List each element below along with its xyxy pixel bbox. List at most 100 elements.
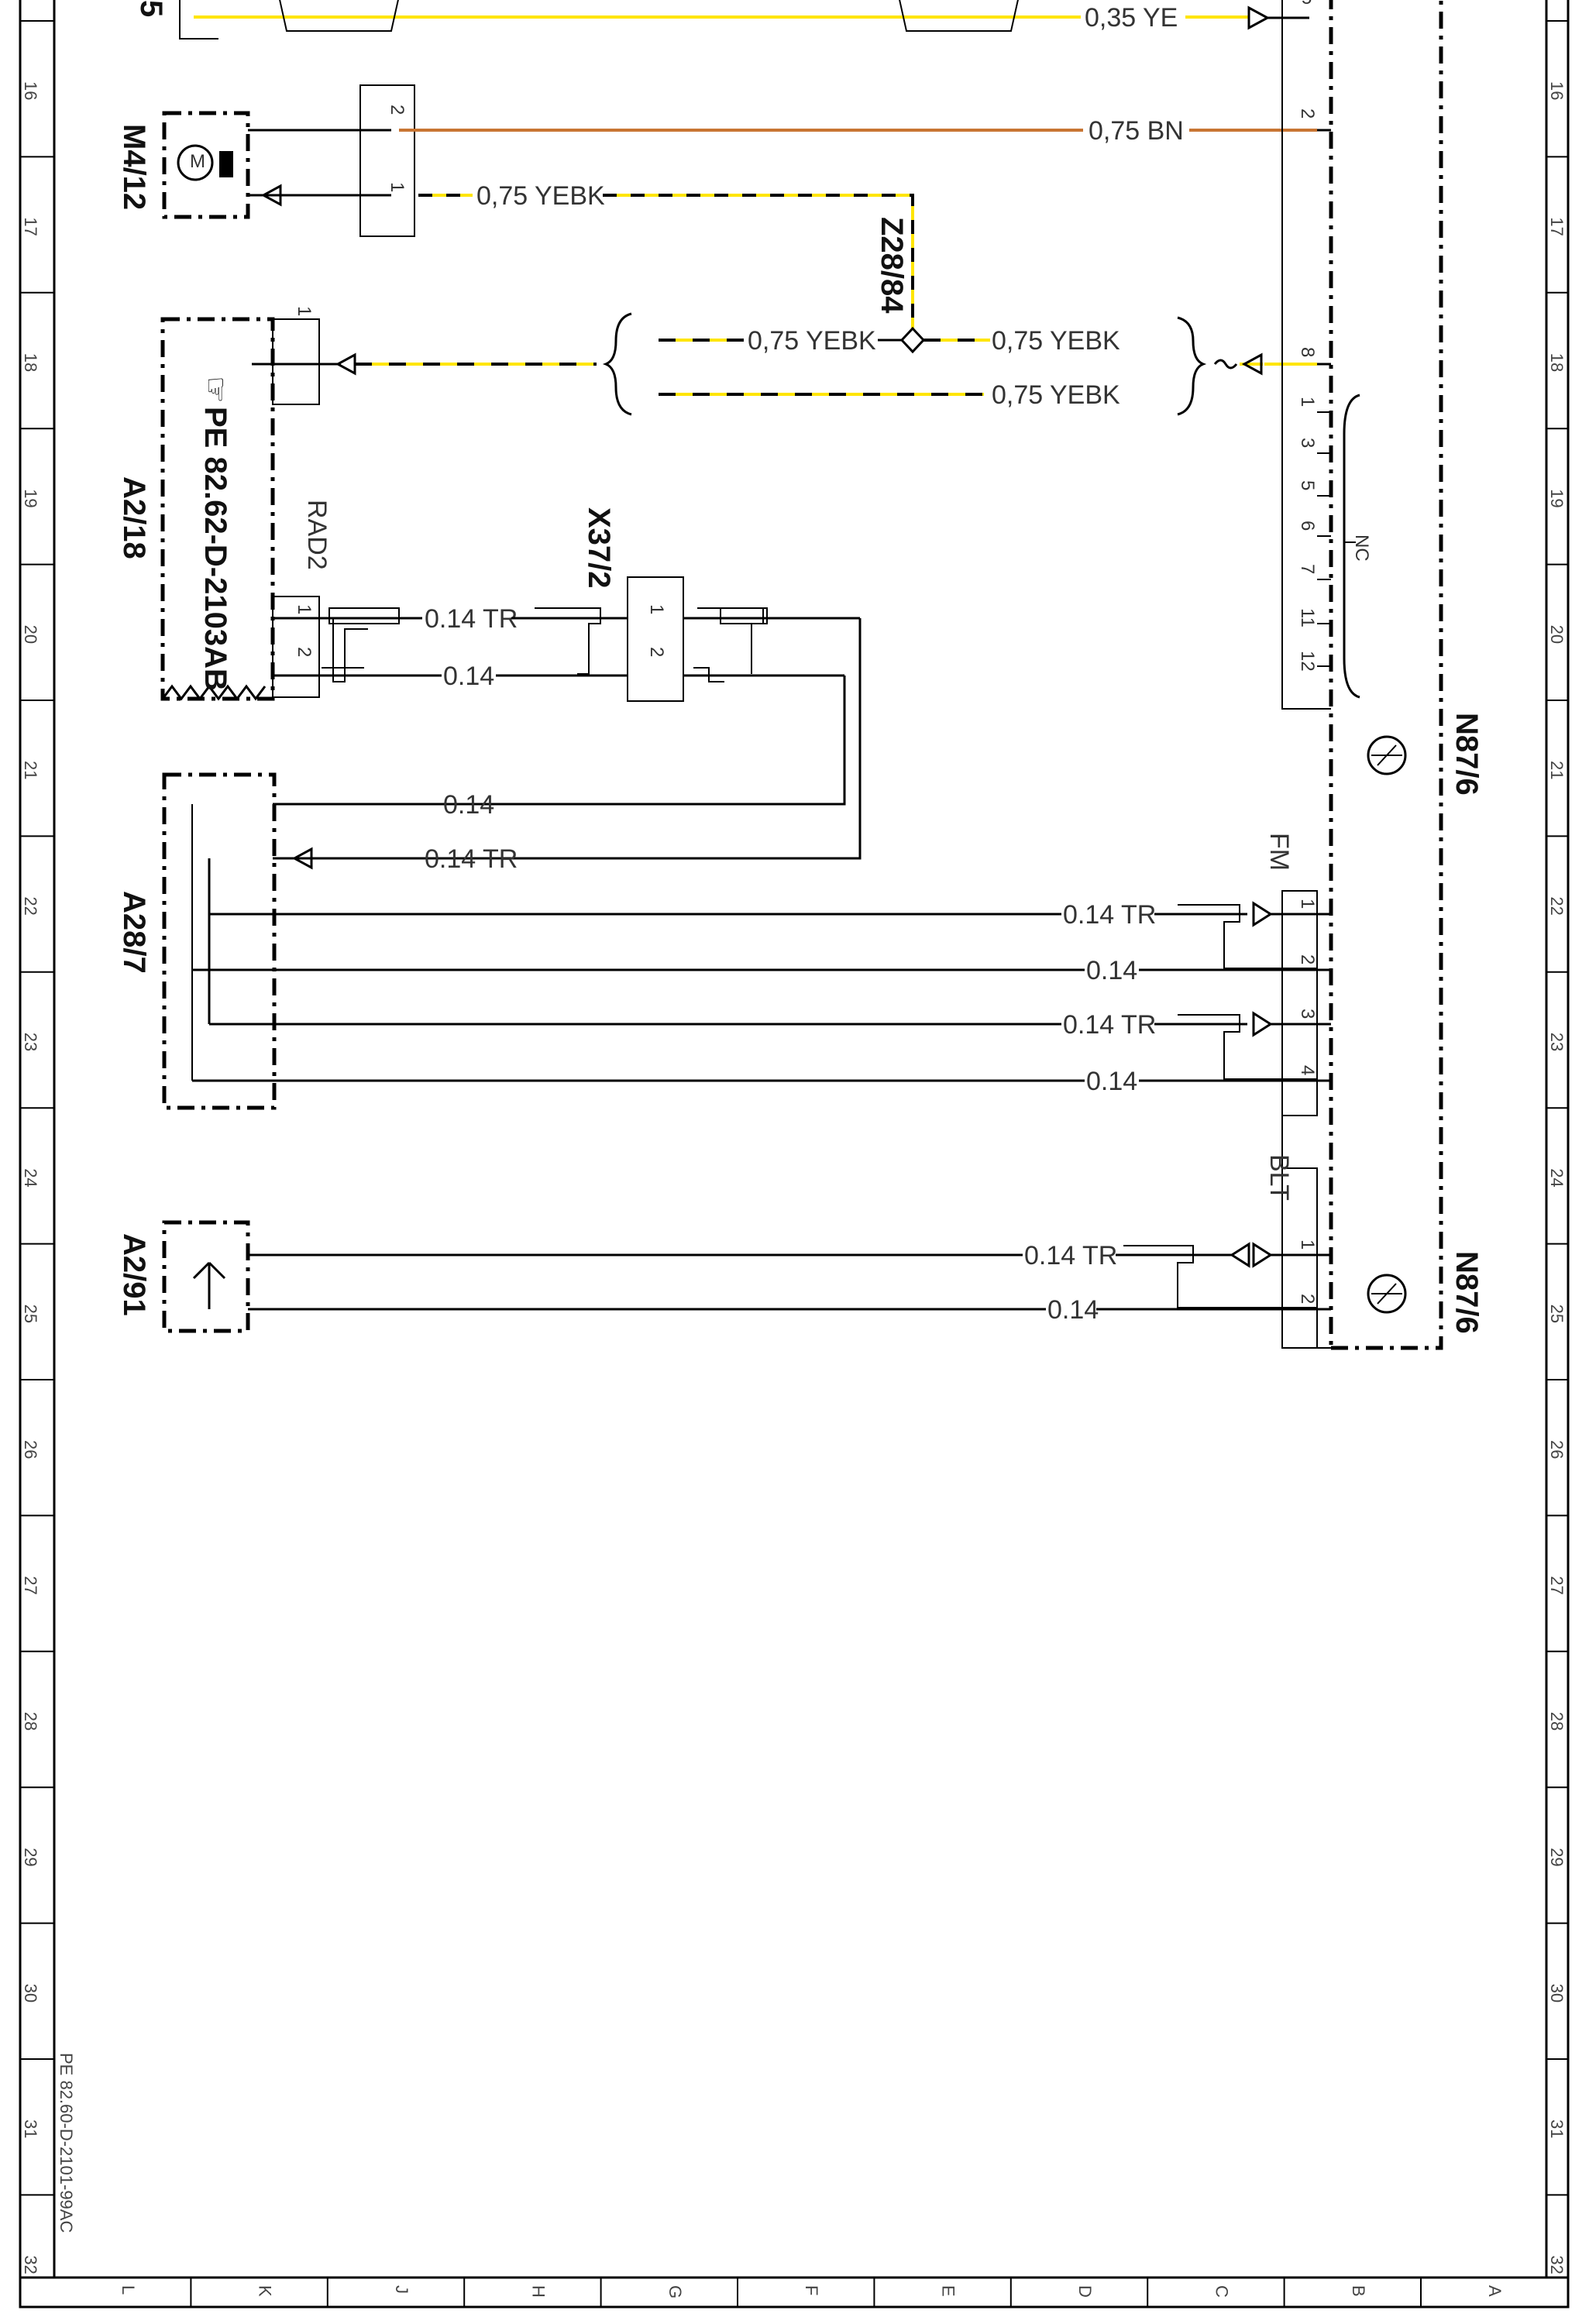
row-number-left: 17 <box>21 217 40 235</box>
wire-label-014-tr-rad: 0.14 TR <box>425 604 518 634</box>
loop-to-a28 <box>273 676 846 806</box>
a2-18-reference: ☞ PE 82.62-D-2103AB <box>198 376 232 691</box>
z28-84-splice <box>899 326 926 354</box>
row-number-right: 23 <box>1547 1033 1567 1051</box>
wire-label-014-fm4: 0.14 <box>1086 1067 1137 1096</box>
row-number-right: 31 <box>1547 2119 1567 2138</box>
row-number-right: 21 <box>1547 761 1567 779</box>
wire-label-014-rad: 0.14 <box>443 662 494 691</box>
wire-label-014-tr-fm1: 0.14 TR <box>1063 900 1156 930</box>
row-number-left: 24 <box>21 1168 40 1187</box>
row-number-right: 26 <box>1547 1440 1567 1459</box>
row-ticks <box>20 20 1568 2196</box>
row-number-left: 21 <box>21 761 40 779</box>
wire-label-014-blt2: 0.14 <box>1047 1295 1099 1325</box>
wire-075-yebk-harness: 0,75 YEBK 0,75 YEBK 0,75 YEBK <box>252 312 1317 416</box>
a2-18-label: A2/18 <box>117 476 151 559</box>
n87-blt-connector: BLT <box>1264 1154 1294 1201</box>
loop-to-a28-tr <box>273 618 862 860</box>
m4-12-pin-2: 2 <box>387 105 408 115</box>
a2-18-ref-doc: PE 82.62-D-2103AB <box>198 407 232 691</box>
n87-fm-pin-3: 3 <box>1297 1009 1318 1019</box>
row-number-left: 27 <box>21 1576 40 1594</box>
wire-label-014-fm2: 0.14 <box>1086 956 1137 985</box>
n87-blt-pins: 12 <box>1297 1239 1318 1304</box>
column-letter: K <box>256 2285 275 2297</box>
wire-label-035-ye: 0,35 YE <box>1085 3 1178 33</box>
wire-075-bn: 0,75 BN 2 <box>399 108 1318 146</box>
n87-fm-pin-1: 1 <box>1297 899 1318 909</box>
row-number-right: 29 <box>1547 1848 1567 1866</box>
x37-2-pin-2: 2 <box>646 647 667 657</box>
n87-pin-2: 2 <box>1297 108 1318 119</box>
row-number-right: 19 <box>1547 489 1567 507</box>
row-number-left: 20 <box>21 625 40 644</box>
a2-18-radio-module: 1 RAD2 1 2 <box>160 306 332 701</box>
a2-91-antenna: 0.14 TR 0.14 <box>162 1220 1317 1333</box>
wire-075-yebk-m4: 0,75 YEBK <box>418 181 914 335</box>
doc-reference: PE 82.60-D-2101-99AC <box>57 2053 76 2233</box>
n87-fm-pin-2: 2 <box>1297 954 1318 964</box>
wire-label-075-yebk-m4: 0,75 YEBK <box>476 181 605 211</box>
row-number-right: 20 <box>1547 625 1567 644</box>
row-number-right: 32 <box>1547 2255 1567 2274</box>
n87-6-label-bottom: N87/6 <box>1450 1251 1484 1334</box>
row-number-left: 22 <box>21 896 40 915</box>
wire-label-014-a28-1: 0.14 <box>443 790 494 820</box>
m4-12-fan-motor: M 2 1 <box>162 84 415 237</box>
row-number-right: 16 <box>1547 81 1567 100</box>
row-number-left: 30 <box>21 1984 40 2003</box>
n87-pin-12: 12 <box>1297 651 1318 672</box>
wire-label-075-yebk-a: 0,75 YEBK <box>748 326 876 356</box>
x37-2-pin-1: 1 <box>646 604 667 614</box>
motor-symbol: M <box>190 151 205 172</box>
n87-fm-pin-4: 4 <box>1297 1065 1318 1075</box>
wire-label-075-yebk-c: 0,75 YEBK <box>992 380 1120 410</box>
column-letter: J <box>392 2285 411 2294</box>
column-letter: F <box>802 2285 821 2295</box>
row-number-left: 32 <box>21 2255 40 2274</box>
column-letter: A <box>1485 2285 1505 2297</box>
n87-pin-3: 3 <box>1297 438 1318 448</box>
n87-pin-8: 8 <box>1297 347 1318 357</box>
n87-6-module: NC <box>1281 0 1443 1350</box>
row-number-right: 27 <box>1547 1576 1567 1594</box>
n87-blt-pin-1: 1 <box>1297 1239 1318 1250</box>
row-number-right: 18 <box>1547 353 1567 372</box>
wire-label-014-tr-fm3: 0.14 TR <box>1063 1010 1156 1040</box>
a2-18-pin-2: 2 <box>294 647 315 657</box>
a28-7-module: 0.14 0.14 TR <box>162 772 518 1110</box>
row-number-left: 16 <box>21 81 40 100</box>
rad2-pair: 0.14 TR 0.14 <box>273 604 628 691</box>
wire-label-075-bn: 0,75 BN <box>1089 116 1184 146</box>
row-number-left: 25 <box>21 1305 40 1323</box>
see-reference-icon: ☞ <box>198 376 232 404</box>
a2-18-connector-rad2: RAD2 <box>302 500 332 570</box>
x37-2-connector: 1 2 <box>627 576 860 702</box>
n87-pin-top: 5 <box>1302 0 1312 9</box>
row-number-left: 29 <box>21 1848 40 1866</box>
column-letter: D <box>1075 2285 1095 2298</box>
row-number-right: 24 <box>1547 1168 1567 1187</box>
a28-7-label: A28/7 <box>117 891 151 974</box>
row-number-left: 28 <box>21 1712 40 1731</box>
column-letter: G <box>666 2285 685 2298</box>
wire-035-ye: 0,35 YE 5 <box>179 0 1312 40</box>
row-number-left: 19 <box>21 489 40 507</box>
row-number-left: 23 <box>21 1033 40 1051</box>
wire-label-014-tr-a28-2: 0.14 TR <box>425 844 518 874</box>
column-letter: L <box>119 2285 138 2295</box>
n87-pin-1: 1 <box>1297 397 1318 407</box>
row-number-left: 18 <box>21 353 40 372</box>
sheet-frame <box>19 0 1570 2309</box>
n87-pin-5: 5 <box>1297 480 1318 490</box>
top-left-ref: 5 <box>134 0 168 17</box>
column-letter: H <box>528 2285 548 2298</box>
n87-pin-7: 7 <box>1297 564 1318 574</box>
n87-nc-label: NC <box>1351 535 1372 562</box>
row-number-right: 17 <box>1547 217 1567 235</box>
